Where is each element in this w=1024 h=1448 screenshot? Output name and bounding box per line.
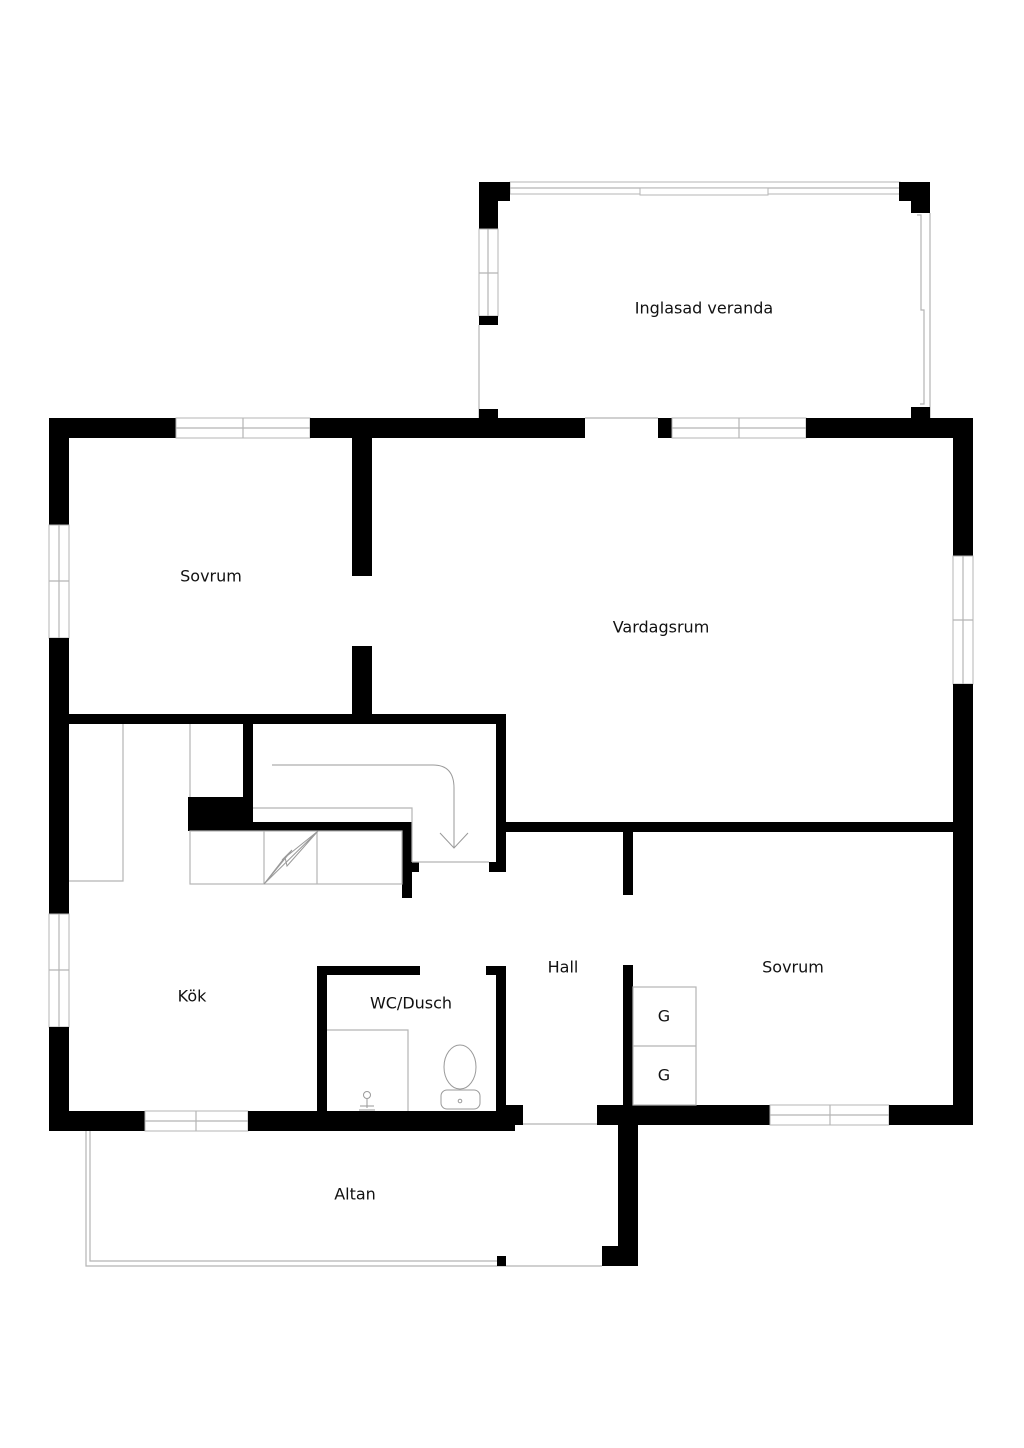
wall-top-pier bbox=[658, 418, 672, 438]
wall-left-2 bbox=[49, 638, 69, 914]
wall-stair-right-foot bbox=[489, 862, 506, 872]
label-hall: Hall bbox=[548, 958, 579, 977]
interior-walls bbox=[69, 438, 973, 1266]
wall-bottom-1 bbox=[49, 1111, 145, 1131]
deck-railing bbox=[85, 1131, 602, 1267]
wall-wc-left bbox=[317, 966, 327, 1114]
wall-hall-right bbox=[623, 965, 633, 1125]
label-kitchen: Kök bbox=[178, 987, 207, 1006]
deck-post bbox=[497, 1256, 506, 1266]
wall-stair-right bbox=[496, 714, 506, 872]
label-bedroom-left: Sovrum bbox=[180, 567, 242, 586]
label-wardrobe-1: G bbox=[658, 1007, 670, 1026]
wall-altan-right bbox=[618, 1125, 638, 1265]
wall-top-3 bbox=[806, 418, 973, 438]
veranda-sliding-door bbox=[639, 187, 769, 196]
wall-partition-lower bbox=[352, 646, 372, 714]
toilet-icon bbox=[440, 1044, 481, 1110]
wall-top-1 bbox=[49, 418, 176, 438]
wall-left-1 bbox=[49, 418, 69, 525]
outer-walls bbox=[48, 417, 974, 1132]
wall-wc-top-right bbox=[486, 966, 505, 975]
wall-stub-hall bbox=[623, 822, 633, 895]
stair-edge bbox=[253, 807, 413, 862]
wall-wc-right bbox=[496, 966, 506, 1114]
wall-stair-bottom bbox=[188, 822, 411, 831]
kitchen-counter-row bbox=[189, 830, 403, 885]
wc-fixtures bbox=[327, 1029, 481, 1111]
shower-area bbox=[327, 1029, 409, 1111]
wall-living-bottom bbox=[506, 822, 973, 832]
wall-right-2 bbox=[953, 684, 973, 1125]
wall-bottom-2 bbox=[248, 1111, 515, 1131]
label-wc: WC/Dusch bbox=[370, 994, 452, 1013]
kitchen-fixtures bbox=[69, 724, 403, 885]
veranda-structure bbox=[478, 181, 931, 421]
electrical-symbol-icon bbox=[263, 830, 319, 885]
wall-right-1 bbox=[953, 418, 973, 556]
wall-stair-inner-left bbox=[243, 724, 253, 797]
wall-bottom-4 bbox=[889, 1105, 973, 1125]
kitchen-counter-left bbox=[69, 724, 124, 882]
wall-top-2 bbox=[310, 418, 585, 438]
stairs-down-arrow-icon bbox=[272, 764, 455, 848]
stairs bbox=[253, 764, 489, 863]
label-bedroom-right: Sovrum bbox=[762, 958, 824, 977]
veranda-window-right bbox=[917, 214, 925, 405]
veranda-corner-post-tl bbox=[479, 182, 510, 229]
label-veranda: Inglasad veranda bbox=[635, 299, 773, 318]
wall-bottom-3 bbox=[597, 1105, 770, 1125]
label-deck: Altan bbox=[334, 1185, 376, 1204]
label-wardrobe-2: G bbox=[658, 1066, 670, 1085]
veranda-post-left bbox=[479, 316, 498, 325]
wardrobes bbox=[632, 986, 697, 1106]
shower-drain-icon bbox=[359, 1091, 375, 1111]
veranda-post-br bbox=[911, 407, 930, 421]
wall-stair-down bbox=[402, 822, 412, 898]
room-labels: Inglasad veranda Sovrum Vardagsrum Kök W… bbox=[178, 299, 824, 1204]
veranda-corner-post-tr bbox=[899, 182, 930, 213]
wall-partition-upper bbox=[352, 438, 372, 576]
wall-wc-top-left bbox=[317, 966, 420, 975]
label-living-room: Vardagsrum bbox=[613, 618, 710, 637]
wall-stair-down-tab bbox=[402, 862, 419, 872]
wall-bedroom-bottom bbox=[69, 714, 506, 724]
wall-bottom-2b bbox=[505, 1105, 523, 1125]
wall-left-3 bbox=[49, 1027, 69, 1131]
wall-altan-corner bbox=[602, 1246, 638, 1266]
